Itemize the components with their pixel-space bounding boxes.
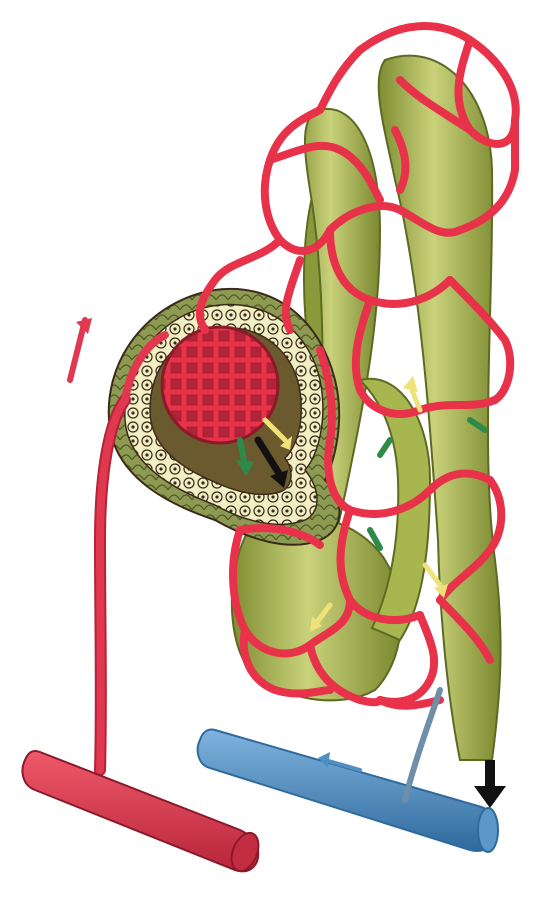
renal-corpuscle (109, 289, 340, 545)
glomerulus (162, 327, 278, 443)
arrow-down-icon (474, 760, 506, 808)
arrow-up-icon (70, 318, 92, 380)
